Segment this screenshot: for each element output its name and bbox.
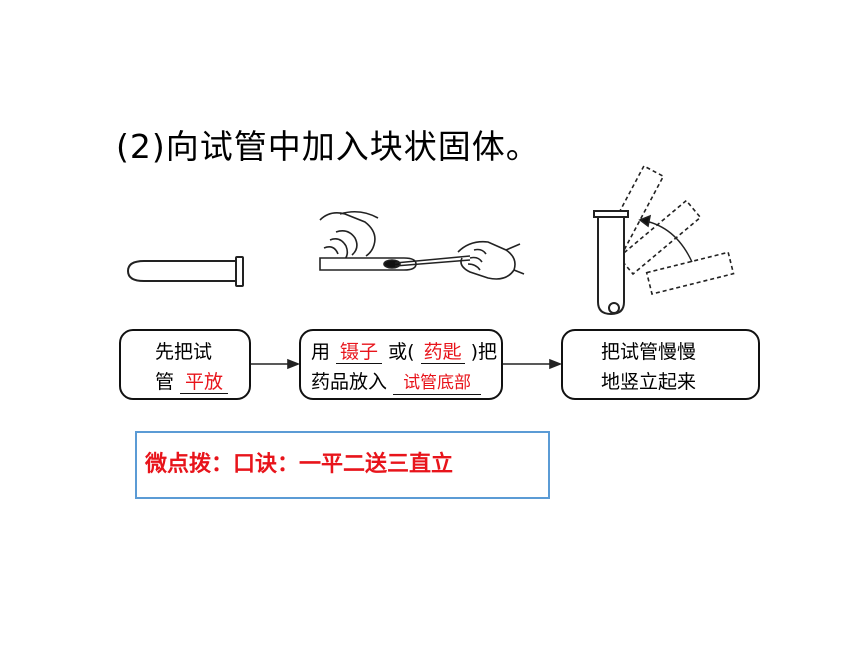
test-tube-icon — [126, 256, 244, 287]
step2-line1: 用 镊子 或( 药匙 )把 — [311, 337, 501, 367]
tip-box: 微点拨：口诀：一平二送三直立 — [135, 431, 550, 499]
step-box-3: 把试管慢慢 地竖立起来 — [561, 329, 760, 400]
step-box-1: 先把试 管 平放 — [119, 329, 251, 400]
step2-suffix: )把 — [470, 341, 498, 363]
answer-place-flat: 平放 — [180, 371, 229, 394]
step2-line2-prefix: 药品放入 — [311, 371, 388, 393]
section-heading: (2)向试管中加入块状固体。 — [116, 127, 540, 166]
step3-line1: 把试管慢慢 — [601, 341, 697, 363]
step-box-2: 用 镊子 或( 药匙 )把 药品放入 试管底部 — [299, 329, 503, 400]
answer-tube-bottom: 试管底部 — [393, 372, 482, 395]
tube-rotation-icon — [593, 164, 735, 316]
answer-tweezers: 镊子 — [336, 341, 383, 364]
arrow-right-icon — [251, 358, 563, 370]
hand-tweezers-icon — [319, 210, 525, 280]
step1-line1: 先把试 — [155, 341, 213, 363]
step1-prefix: 管 — [155, 371, 175, 393]
step1-line2: 管 平放 — [155, 367, 249, 397]
answer-spoon: 药匙 — [420, 341, 465, 364]
step3-line2: 地竖立起来 — [601, 371, 697, 393]
step2-line2: 药品放入 试管底部 — [311, 367, 501, 397]
step2-prefix: 用 — [311, 341, 331, 363]
step2-mid: 或( — [388, 341, 415, 363]
